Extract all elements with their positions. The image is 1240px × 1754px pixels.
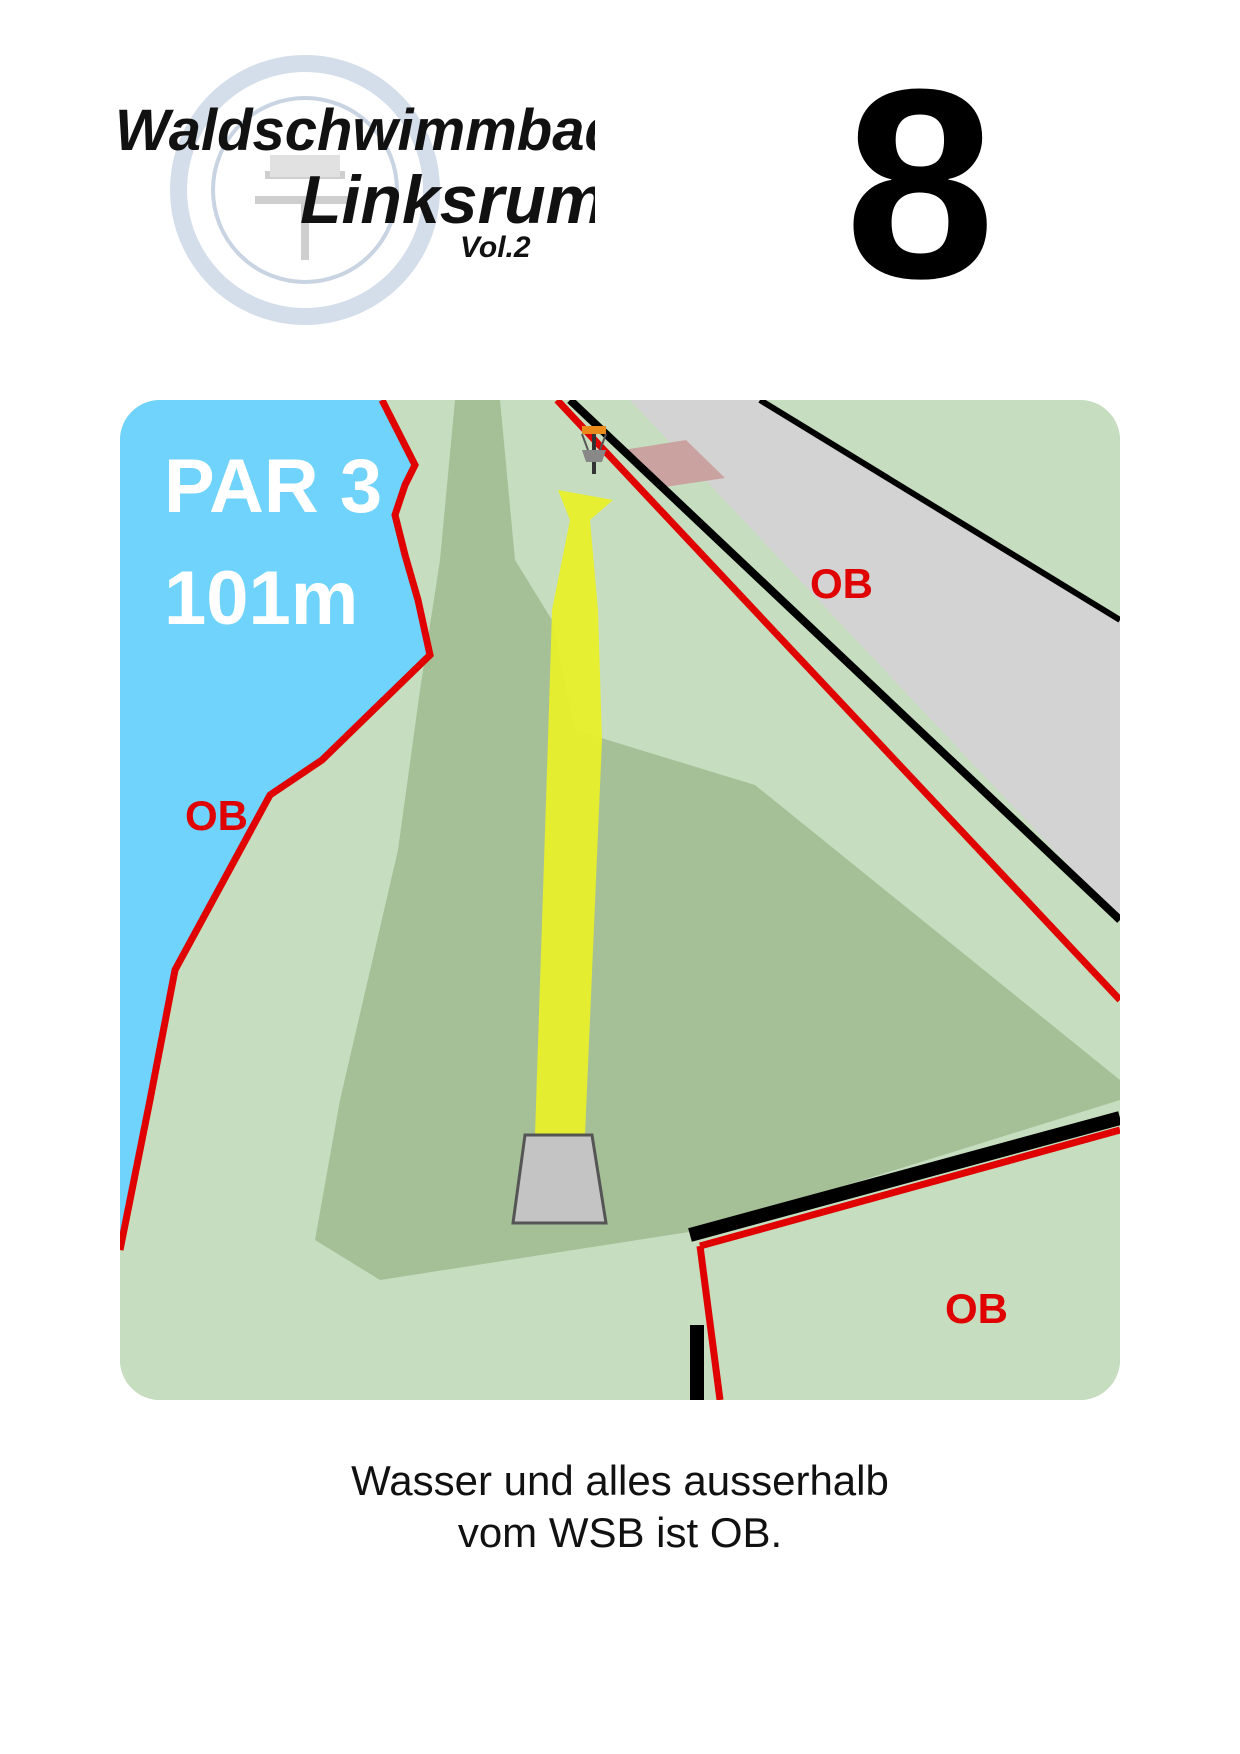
ob-line-road	[554, 400, 1120, 1003]
flight-arrow	[535, 490, 613, 1135]
par-label: PAR 3	[164, 444, 383, 529]
logo-graphic: Waldschwimmbad Linksrum Vol.2	[115, 55, 595, 325]
basket-icon	[581, 426, 607, 474]
fence-post	[690, 1325, 704, 1400]
hole-map: PAR 3 101m OB OB OB	[120, 400, 1120, 1400]
tee-pad	[511, 1133, 608, 1225]
distance-label: 101m	[164, 556, 359, 641]
fence-bottom	[688, 1111, 1120, 1242]
road	[570, 400, 1120, 920]
logo-version: Vol.2	[460, 231, 531, 264]
seal-emblem	[170, 55, 440, 325]
course-logo: Waldschwimmbad Linksrum Vol.2	[115, 55, 595, 335]
ob-line-bottom-side	[696, 1245, 724, 1400]
fairway	[315, 400, 1120, 1280]
ob-line-water	[120, 400, 434, 1251]
road-edge-top	[758, 400, 1120, 623]
footpath	[510, 400, 580, 540]
ob-label-road: OB	[810, 560, 873, 607]
logo-title-line1: Waldschwimmbad	[115, 98, 595, 163]
rules-caption: Wasser und alles ausserhalb vom WSB ist …	[120, 1455, 1120, 1559]
road-edge-bottom	[567, 400, 1120, 923]
ob-label-water: OB	[185, 792, 248, 839]
caption-line-2: vom WSB ist OB.	[457, 1509, 783, 1556]
logo-title-line2: Linksrum	[300, 162, 595, 238]
caption-line-1: Wasser und alles ausserhalb	[351, 1457, 889, 1504]
hole-number: 8	[844, 34, 996, 335]
ob-label-outside: OB	[945, 1285, 1008, 1332]
ob-line-bottom	[699, 1126, 1120, 1250]
water	[120, 400, 430, 1250]
map-graphic	[120, 400, 1120, 1400]
